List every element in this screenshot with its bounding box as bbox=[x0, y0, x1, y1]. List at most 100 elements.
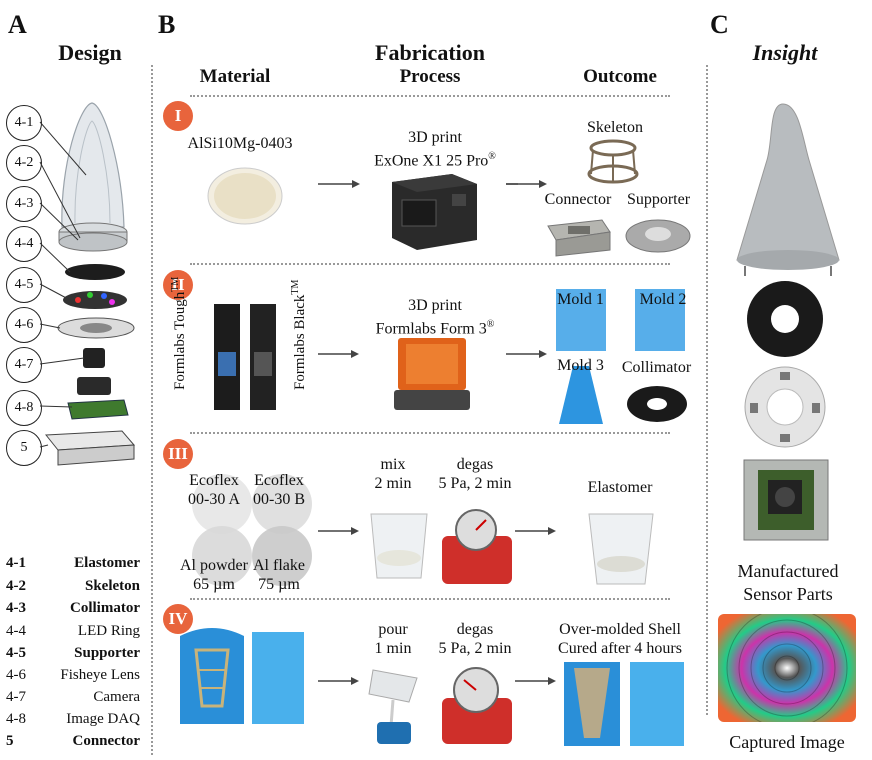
design-label-9: 5 bbox=[6, 430, 42, 466]
row-i-connector-label: Connector bbox=[544, 191, 612, 208]
row-i-supporter-label: Supporter bbox=[626, 191, 691, 208]
design-label-2: 4-2 bbox=[6, 145, 42, 181]
degas-chamber-photo-2 bbox=[442, 667, 512, 744]
insight-caption-2: Captured Image bbox=[729, 732, 845, 752]
panel-a-title: Design bbox=[58, 40, 122, 65]
row-iii-ecoflex-b-line2: 00-30 B bbox=[253, 491, 305, 508]
insight-caption-1-line2: Sensor Parts bbox=[743, 584, 833, 604]
row-ii-divider bbox=[190, 432, 670, 434]
panel-b-letter: B bbox=[158, 10, 176, 39]
row-ii-material-a: Formlabs ToughTM bbox=[170, 276, 188, 390]
row-i-material: AlSi10Mg-0403 bbox=[187, 135, 293, 152]
pour-photo bbox=[368, 669, 418, 744]
row-ii-arrow-out bbox=[506, 350, 547, 358]
design-label-1: 4-1 bbox=[6, 105, 42, 141]
row-iii-al-powder-line2: 65 µm bbox=[193, 576, 235, 593]
row-iv-pour-line1: pour bbox=[378, 621, 408, 638]
skeleton-part-photo bbox=[587, 139, 639, 184]
column-outcome: Outcome bbox=[583, 66, 657, 87]
row-iii-arrow-in bbox=[318, 527, 359, 535]
design-label-6: 4-6 bbox=[6, 307, 42, 343]
column-material: Material bbox=[199, 66, 271, 87]
image-daq-part bbox=[67, 399, 129, 420]
manufactured-collimator bbox=[747, 281, 823, 357]
exone-printer bbox=[392, 174, 477, 250]
form3-printer bbox=[394, 338, 470, 410]
row-ii-process-line2: Formlabs Form 3® bbox=[375, 319, 495, 338]
row-iv-degas-line1: degas bbox=[456, 621, 494, 638]
row-ii-mold2-label: Mold 2 bbox=[639, 291, 687, 308]
separator-b-c bbox=[706, 65, 708, 715]
row-ii-material-b: Formlabs BlackTM bbox=[290, 279, 308, 390]
row-iii-al-powder-line1: Al powder bbox=[180, 557, 248, 574]
row-iv-outcome-line1: Over-molded Shell bbox=[559, 621, 681, 638]
design-label-7: 4-7 bbox=[6, 347, 42, 383]
row-iii-al-flake-line1: Al flake bbox=[253, 557, 305, 574]
row-iv-mold-assembly-photos bbox=[180, 628, 304, 724]
row-iii-badge: III bbox=[163, 439, 193, 469]
row-iii-outcome-label: Elastomer bbox=[587, 479, 653, 496]
row-iii-degas-line1: degas bbox=[456, 456, 494, 473]
row-iv-degas-line2: 5 Pa, 2 min bbox=[438, 640, 512, 657]
design-label-8: 4-8 bbox=[6, 390, 42, 426]
row-iii-mix-line2: 2 min bbox=[374, 475, 412, 492]
insight-caption-1-line1: Manufactured bbox=[737, 561, 839, 581]
row-iv-arrow-out bbox=[515, 677, 556, 685]
panel-c-letter: C bbox=[710, 10, 729, 39]
row-iii-ecoflex-a-line1: Ecoflex bbox=[189, 472, 239, 489]
row-i-skeleton-label: Skeleton bbox=[587, 119, 643, 136]
panel-b-title: Fabrication bbox=[375, 40, 485, 65]
row-i-process-line1: 3D print bbox=[408, 129, 462, 146]
row-ii-collimator-label: Collimator bbox=[621, 359, 692, 376]
captured-tactile-image bbox=[718, 614, 856, 722]
column-process: Process bbox=[399, 66, 461, 87]
row-iii-al-flake-line2: 75 µm bbox=[258, 576, 300, 593]
row-i-arrows bbox=[318, 180, 518, 188]
supporter-part-photo bbox=[625, 219, 691, 253]
row-i-badge: I bbox=[163, 101, 193, 131]
design-label-3: 4-3 bbox=[6, 186, 42, 222]
row-iv-arrow-in bbox=[318, 677, 359, 685]
row-i-divider bbox=[190, 263, 670, 265]
row-iii-degas-line2: 5 Pa, 2 min bbox=[438, 475, 512, 492]
panel-c-title: Insight bbox=[752, 40, 818, 65]
over-molded-shell-photo bbox=[564, 662, 684, 746]
row-i-arrow-out bbox=[506, 180, 547, 188]
design-label-4: 4-4 bbox=[6, 226, 42, 262]
separator-a-b bbox=[151, 65, 153, 755]
row-ii-arrow-in bbox=[318, 350, 359, 358]
connector-part-photo bbox=[547, 219, 611, 257]
row-iv-pour-line2: 1 min bbox=[374, 640, 412, 657]
row-i-process-line2: ExOne X1 25 Pro® bbox=[374, 151, 496, 170]
mold3-photo bbox=[559, 366, 603, 424]
row-iv-outcome-line2: Cured after 4 hours bbox=[558, 640, 682, 657]
row-iii-divider bbox=[190, 598, 670, 600]
elastomer-beaker-photo bbox=[588, 513, 654, 585]
header-divider bbox=[190, 95, 670, 97]
collimator-photo bbox=[627, 386, 687, 422]
mold2-photo bbox=[635, 289, 685, 351]
row-iii-mix-line1: mix bbox=[380, 456, 406, 473]
ingredient-beakers bbox=[192, 474, 312, 586]
row-ii-process-line1: 3D print bbox=[408, 297, 462, 314]
row-ii-mold3-label: Mold 3 bbox=[557, 357, 604, 374]
resin-cartridges bbox=[214, 304, 276, 410]
mix-beaker-photo bbox=[370, 513, 428, 579]
row-iii-ecoflex-a-line2: 00-30 A bbox=[188, 491, 240, 508]
degas-chamber-photo bbox=[442, 509, 512, 584]
mold1-photo bbox=[556, 289, 606, 351]
collimator-part bbox=[65, 264, 125, 280]
row-iii-ecoflex-b-line1: Ecoflex bbox=[254, 472, 304, 489]
alsi-powder-dish bbox=[207, 167, 283, 225]
manufactured-camera-board bbox=[743, 459, 829, 541]
fisheye-lens-part bbox=[83, 348, 105, 368]
